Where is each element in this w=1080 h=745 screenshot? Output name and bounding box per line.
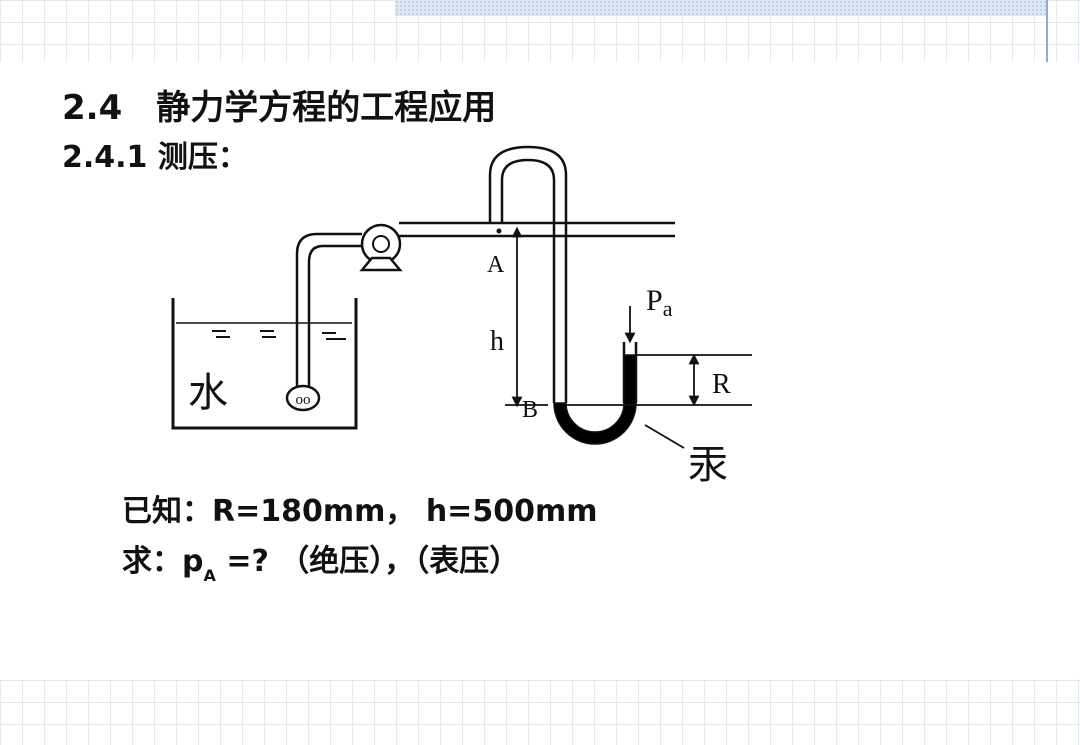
given-conditions: 已知：R=180mm， h=500mm (122, 494, 598, 529)
water-tank (171, 298, 358, 430)
label-A: A (487, 252, 505, 278)
mercury-column (553, 354, 637, 445)
manometer-tube (488, 145, 638, 403)
label-h: h (490, 326, 504, 357)
header-decoration-bar (395, 0, 1047, 16)
label-mercury: 汞 (688, 442, 728, 488)
suction-pipe (295, 232, 362, 388)
mercury-leader-line (644, 424, 685, 449)
point-A-dot (496, 228, 502, 234)
pump (359, 223, 403, 272)
question-prefix: 求：p (122, 544, 204, 579)
suction-strainer (285, 384, 321, 412)
question-text: 求：pA =? （绝压），（表压） (122, 536, 520, 585)
discharge-pipe (399, 221, 675, 238)
slide-title: 2.4 静力学方程的工程应用 (62, 88, 497, 128)
strainer-label: oo (296, 392, 311, 408)
label-Pa: Pa (646, 284, 673, 321)
label-water: 水 (188, 370, 228, 416)
question-suffix: =? （绝压），（表压） (215, 544, 520, 579)
header-divider-line (1046, 0, 1048, 62)
water-surface-marks (212, 330, 346, 340)
label-B: B (522, 397, 538, 423)
question-subscript: A (203, 566, 216, 585)
label-R: R (712, 369, 731, 400)
slide-subtitle: 2.4.1 测压： (62, 140, 248, 175)
background-grid-bottom (0, 680, 1080, 745)
